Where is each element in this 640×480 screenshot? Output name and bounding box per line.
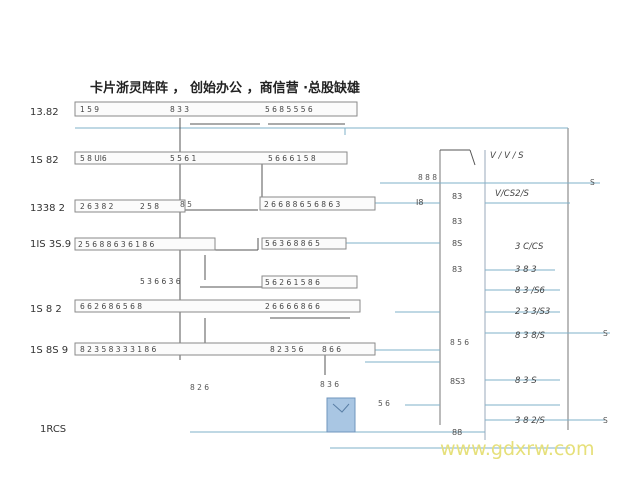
right-label: V/CS2/S (495, 189, 529, 199)
center-label: 83 (452, 217, 462, 226)
bar-label: 5 8 Ul6 (80, 154, 107, 163)
center-label: 83 (452, 192, 462, 201)
bar (261, 275, 358, 289)
bar-label: 5 6 3 6 8 8 6 5 (265, 239, 320, 248)
connector-lines (75, 127, 610, 449)
bars (74, 101, 376, 356)
bar (74, 299, 361, 313)
bar-label: 2 6 6 8 8 6 5 6 8 6 3 (264, 200, 341, 209)
bar (74, 199, 186, 213)
right-tick: S (603, 416, 608, 425)
bar-label: 6 6 2 6 8 6 5 6 8 (80, 302, 142, 311)
center-label: 88 (452, 428, 462, 437)
bar-label: 5 3 6 6 3 6 (140, 277, 181, 286)
right-label: 8 3 /S6 (515, 286, 545, 296)
row-label: 1IS 3S.9 (30, 239, 71, 250)
row-label: 1S 82 (30, 155, 59, 166)
right-tick: S (590, 178, 595, 187)
right-label: 8 3 8/S (515, 331, 545, 341)
bar-label: 8 2 3 5 8 3 3 3 1 8 6 (80, 345, 157, 354)
bar (261, 237, 347, 250)
document-box (326, 397, 356, 433)
bar-label: 1 5 9 (80, 105, 99, 114)
bar-label: 8 6 6 (322, 345, 341, 354)
bar-label: 8 3 3 (170, 105, 189, 114)
mid-label: 8 3 6 (320, 380, 339, 389)
mid-label: 8 8 8 (418, 173, 437, 182)
row-label: 1S 8 2 (30, 304, 62, 315)
bar-label: 2 5 8 (140, 202, 159, 211)
bar (74, 237, 216, 251)
row-label: 1338 2 (30, 203, 65, 214)
bar-label: 5 6 8 5 5 5 6 (265, 105, 313, 114)
mid-label: 8 5 6 (450, 338, 469, 347)
mid-label: 5 6 (378, 399, 390, 408)
center-label: I8 (416, 198, 423, 207)
right-label: 3 8 2/S (515, 416, 545, 426)
right-label: 3 C/CS (515, 242, 544, 252)
bar (74, 342, 376, 356)
bar-label: 2 6 6 6 6 8 6 6 (265, 302, 320, 311)
bar-label: 8 2 3 5 6 (270, 345, 304, 354)
diagram-title: 卡片浙灵阵阵 ， 创始办公 ，商信营 ·总股缺雄 (90, 80, 360, 96)
right-tick: S (603, 329, 608, 338)
bar (74, 151, 348, 165)
right-frame (439, 128, 569, 440)
center-label: 8S3 (450, 377, 465, 386)
bar (74, 101, 358, 117)
bar-label: 5 5 6 1 (170, 154, 196, 163)
bar-label: 5 6 2 6 1 5 8 6 (265, 278, 320, 287)
bar (259, 196, 376, 211)
mid-label: 8 5 (180, 200, 192, 209)
row-label: 1RCS (40, 424, 66, 435)
right-label: 3 8 3 (515, 265, 537, 275)
right-label: 8 3 S (515, 376, 537, 386)
right-label: V / V / S (490, 151, 524, 161)
right-label: 2 3 3/S3 (515, 307, 550, 317)
row-label: 13.82 (30, 107, 59, 118)
watermark: www.gdxrw.com (440, 438, 595, 460)
bar-label: 2 5 6 8 8 6 3 6 1 8 6 (78, 240, 155, 249)
row-label: 1S 8S 9 (30, 345, 68, 356)
bar-label: 5 6 6 6 1 5 8 (268, 154, 316, 163)
center-label: 83 (452, 265, 462, 274)
mid-label: 8 2 6 (190, 383, 209, 392)
center-label: 8S (452, 239, 462, 248)
bar-label: 2 6 3 8 2 (80, 202, 114, 211)
